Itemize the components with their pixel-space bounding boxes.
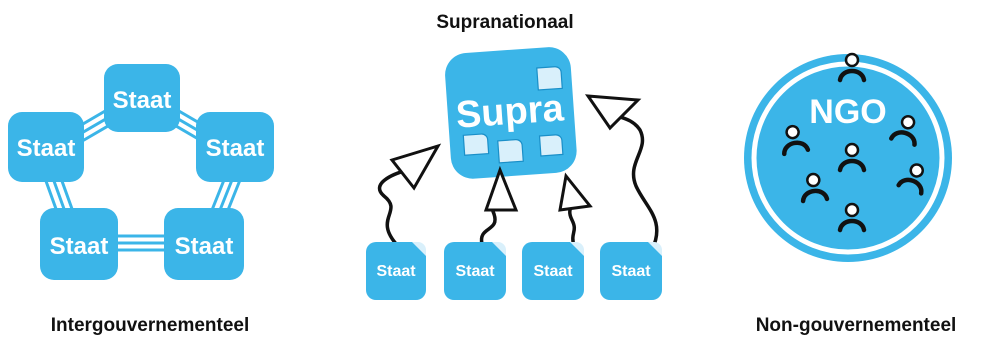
person-icon — [837, 142, 867, 173]
paper-icon — [497, 139, 524, 164]
arrow-icon — [377, 143, 442, 248]
paper-icon — [536, 66, 563, 91]
person-icon — [896, 163, 924, 196]
state-node-right: Staat — [196, 112, 274, 182]
state-card-3: Staat — [522, 242, 584, 300]
intergovernmental-caption: Intergouvernementeel — [51, 315, 250, 336]
supra-box: Supra — [445, 47, 577, 179]
ngo-panel: NGO Non-gouvernementeel — [744, 52, 957, 336]
ngo-label: NGO — [809, 93, 886, 131]
paper-icon — [538, 134, 564, 157]
people-group — [782, 52, 924, 233]
state-card-label: Staat — [533, 263, 573, 280]
state-node-top: Staat — [104, 64, 180, 132]
arrow-icon — [479, 165, 519, 246]
state-node-label: Staat — [50, 233, 109, 260]
link-bottom — [110, 234, 172, 252]
supra-label: Supra — [455, 87, 566, 136]
state-card-label: Staat — [611, 263, 651, 280]
paper-icon — [462, 133, 490, 156]
supranational-title: Supranationaal — [436, 12, 573, 33]
person-icon — [782, 124, 811, 157]
state-node-left: Staat — [8, 112, 84, 182]
state-card-1: Staat — [366, 242, 426, 300]
person-icon — [800, 172, 830, 204]
ngo-circle: NGO — [744, 54, 952, 262]
arrow-icon — [584, 94, 659, 252]
intergovernmental-panel: Staat Staat Staat Staat Staat Intergouve… — [8, 64, 274, 336]
state-node-label: Staat — [17, 135, 76, 162]
state-node-label: Staat — [206, 135, 265, 162]
state-node-label: Staat — [113, 87, 172, 114]
supranational-panel: Supranationaal Supra — [366, 12, 662, 300]
state-node-label: Staat — [175, 233, 234, 260]
state-card-2: Staat — [444, 242, 506, 300]
state-node-bottom-left: Staat — [40, 208, 118, 280]
ngo-caption: Non-gouvernementeel — [756, 315, 957, 336]
influence-arrows — [377, 94, 659, 252]
state-card-4: Staat — [600, 242, 662, 300]
person-icon — [837, 202, 867, 233]
state-node-bottom-right: Staat — [164, 208, 244, 280]
state-card-label: Staat — [376, 263, 416, 280]
arrow-icon — [558, 172, 593, 248]
person-icon — [837, 52, 867, 83]
person-icon — [889, 115, 917, 147]
state-card-label: Staat — [455, 263, 495, 280]
